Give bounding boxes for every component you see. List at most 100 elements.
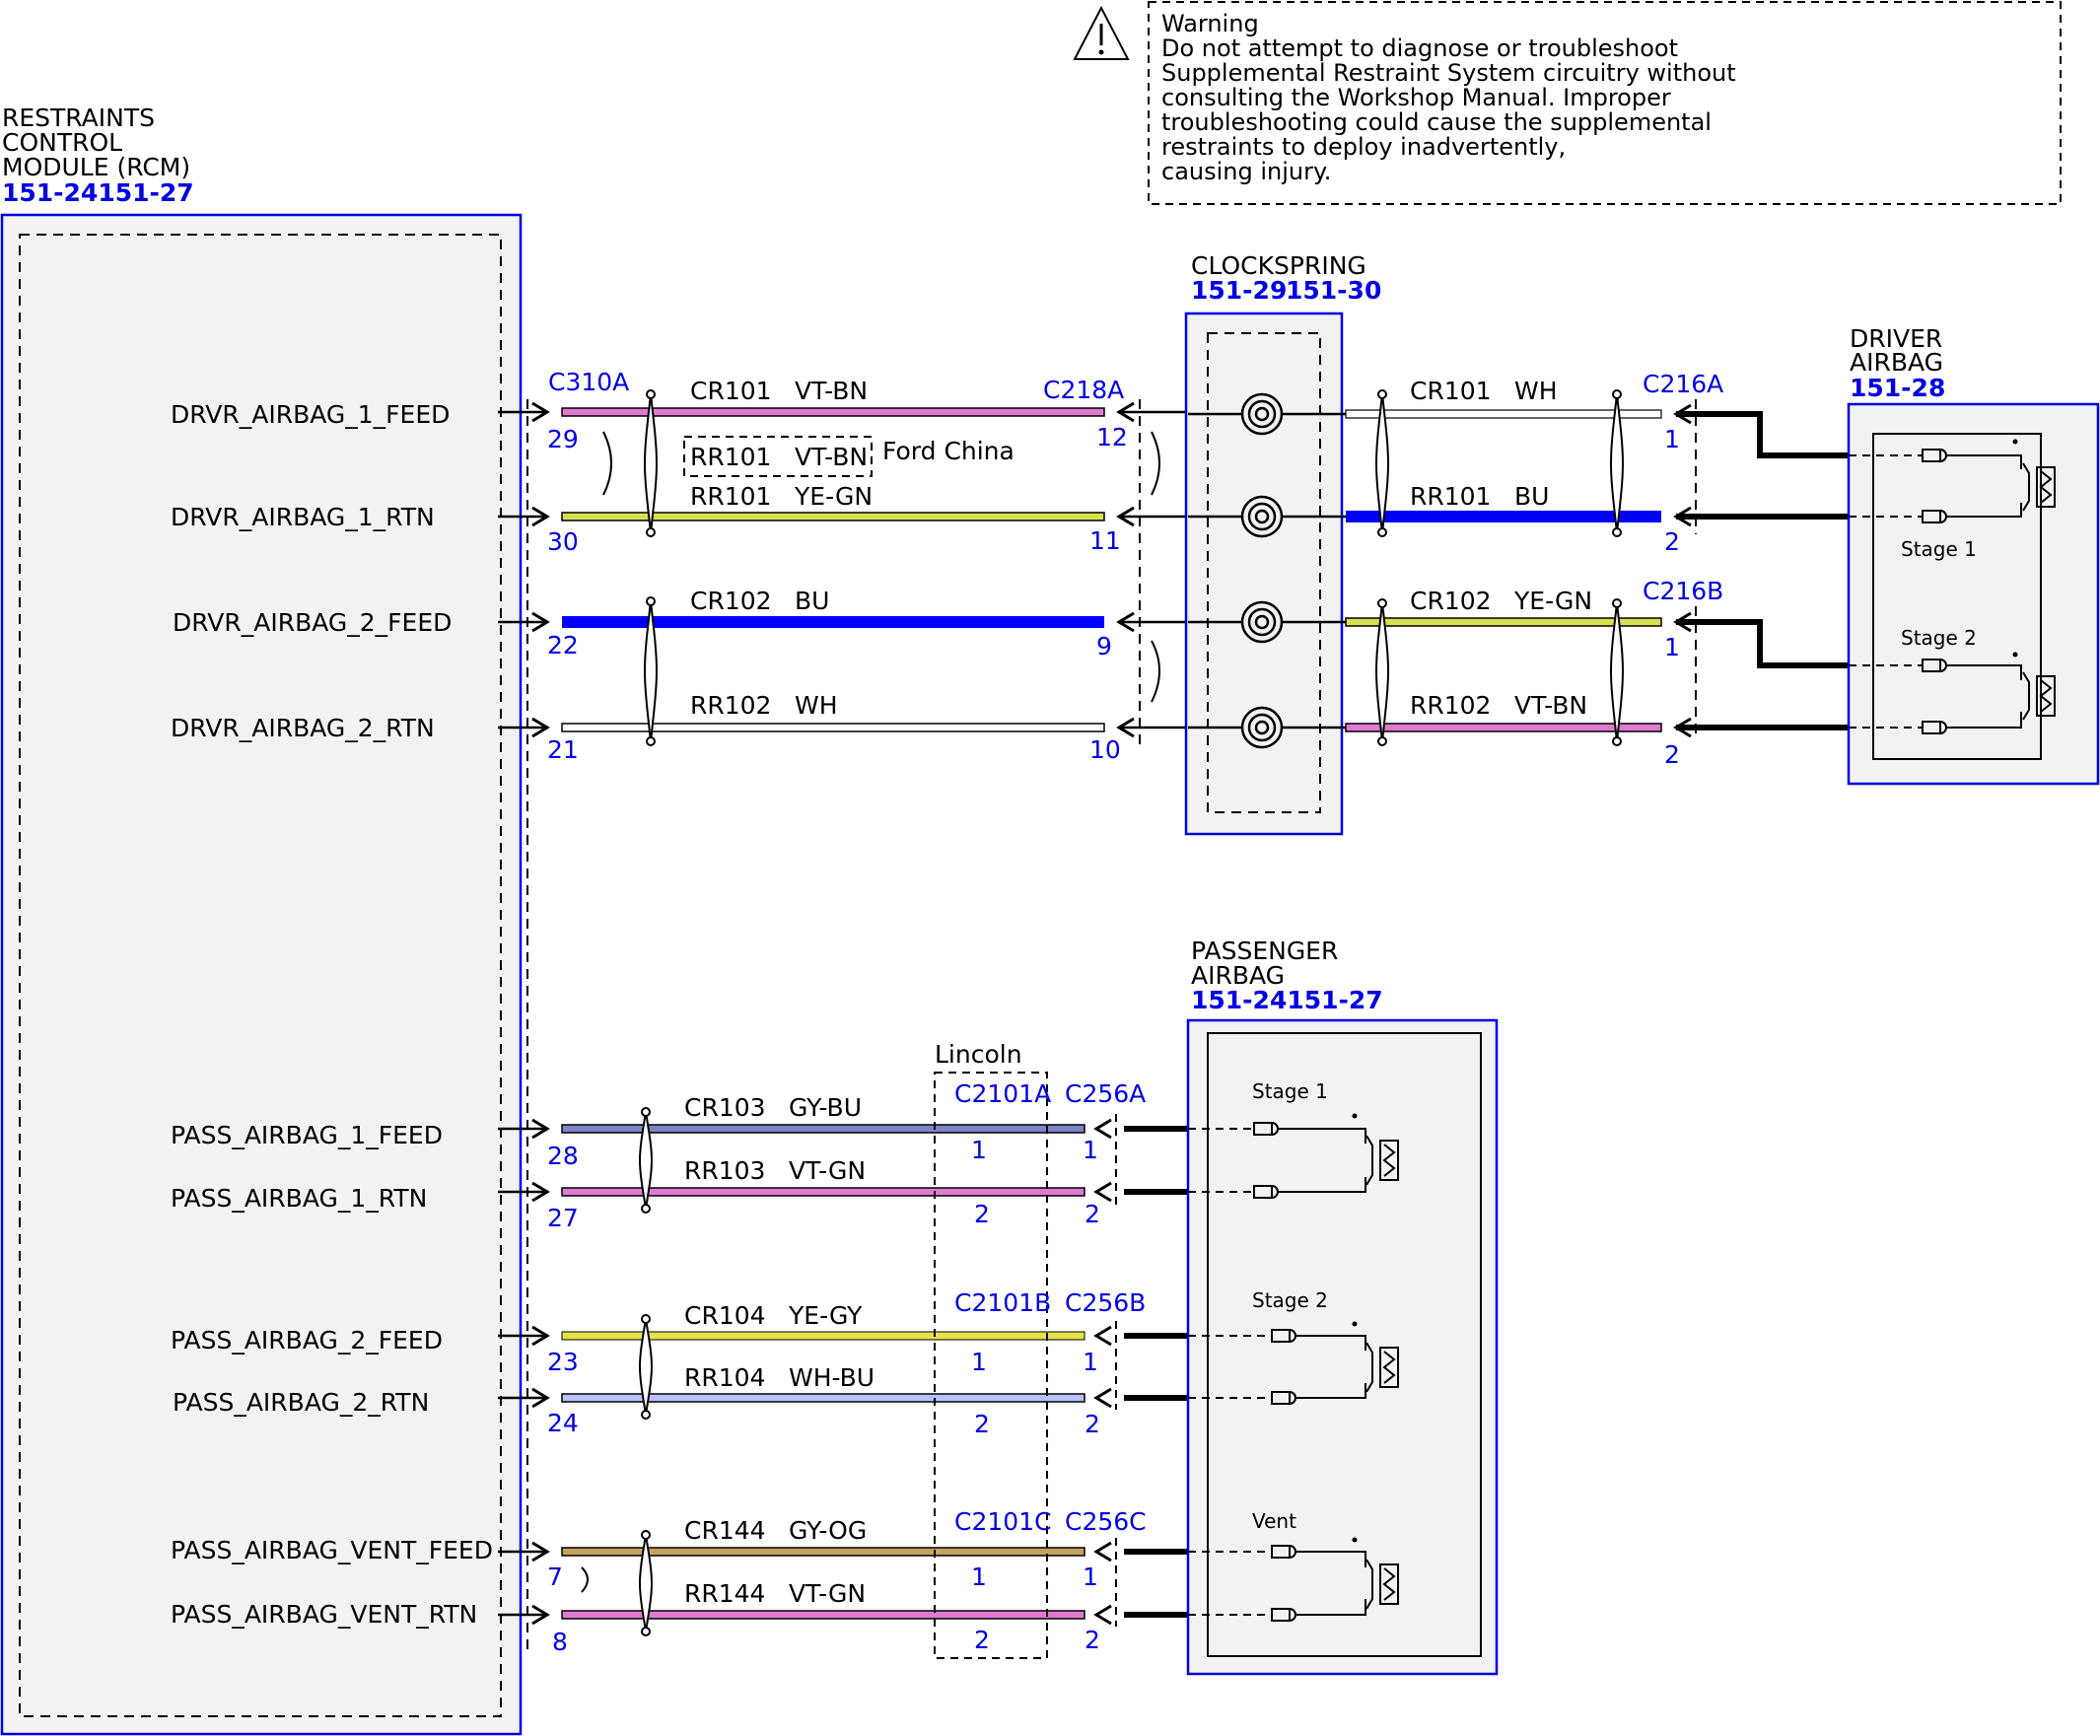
pin-number: 1 [1083, 1348, 1098, 1376]
circuit-label: RR101 [1410, 482, 1491, 511]
warning-triangle-icon [1073, 5, 1130, 60]
warning-line: Do not attempt to diagnose or troublesho… [1161, 35, 1678, 62]
driver-wires-right [1345, 409, 1662, 732]
connector-c216a[interactable]: C216A [1643, 370, 1723, 398]
circuit-label: RR144 [684, 1579, 765, 1608]
driver-airbag-title: AIRBAG [1850, 348, 1943, 377]
pin-number: 24 [547, 1409, 579, 1437]
circuit-label: RR102 [1410, 691, 1491, 720]
wire-color-label: GY-OG [789, 1516, 867, 1545]
circuit-label: RR101 [690, 482, 771, 511]
pin-number: 2 [1085, 1200, 1100, 1228]
c218a-stubs [1119, 410, 1188, 729]
pin-number: 2 [974, 1410, 990, 1438]
twist-symbols [639, 1107, 653, 1636]
pin-number: 12 [1096, 423, 1128, 451]
connector-c2101a[interactable]: C2101A [954, 1079, 1051, 1108]
wire-cr102-bu [562, 616, 1104, 628]
signal-label: PASS_AIRBAG_VENT_FEED [171, 1536, 493, 1564]
wire-rr104-wh-bu [561, 1393, 1085, 1403]
circuit-label: RR101 [690, 443, 771, 471]
wire-color-label: GY-BU [789, 1093, 862, 1122]
squib-icon [1188, 1113, 1399, 1199]
wire-rr101-ye-gn [561, 512, 1105, 521]
driver-airbag-ref-link[interactable]: 151-28 [1850, 374, 1945, 402]
wire-color-label: VT-GN [789, 1579, 866, 1608]
wire-rr144-vt-gn [561, 1610, 1085, 1620]
driver-airbag-module: DRIVER AIRBAG 151-28 Stage 1 Stage 2 [1847, 324, 2100, 786]
connector-c218a[interactable]: C218A [1043, 376, 1124, 404]
connector-c256b[interactable]: C256B [1065, 1288, 1146, 1317]
pin-number: 1 [971, 1562, 987, 1591]
wire-cr101-wh [1345, 409, 1662, 419]
driver-airbag-title: DRIVER [1850, 324, 1942, 353]
wire-rr102-wh [561, 723, 1105, 732]
wire-color-label: VT-BN [795, 377, 868, 405]
squib-icon [1849, 439, 2056, 523]
wire-color-label: WH-BU [789, 1363, 875, 1392]
circuit-label: CR144 [684, 1516, 766, 1545]
pin-number: 1 [1083, 1136, 1098, 1164]
passenger-airbag-leads [1124, 1126, 1188, 1618]
pin-number: 10 [1089, 735, 1121, 764]
stage-label: Vent [1252, 1509, 1296, 1533]
signal-label: PASS_AIRBAG_2_RTN [173, 1388, 429, 1417]
variant-label-ford-china: Ford China [882, 437, 1015, 465]
rcm-ref-link[interactable]: 151-24151-27 [2, 178, 194, 207]
pin-number: 29 [547, 425, 579, 453]
circuit-label: CR102 [1410, 587, 1492, 615]
connector-c310a[interactable]: C310A [548, 368, 629, 396]
c216-pin-arrows [1673, 403, 1692, 738]
warning-line: consulting the Workshop Manual. Improper [1161, 84, 1671, 111]
warning-callout: Warning Do not attempt to diagnose or tr… [1073, 1, 2062, 205]
rcm-title-line: MODULE (RCM) [2, 153, 190, 181]
connector-c2101b[interactable]: C2101B [954, 1288, 1051, 1317]
signal-label: PASS_AIRBAG_1_RTN [171, 1184, 427, 1213]
signal-label: PASS_AIRBAG_2_FEED [171, 1326, 443, 1354]
clockspring-ref-link[interactable]: 151-29 [1191, 276, 1287, 305]
pin-number: 7 [547, 1562, 563, 1591]
twisted-pair-bracket [602, 431, 1160, 703]
circuit-label: CR102 [690, 587, 772, 615]
wire-color-label: VT-GN [789, 1156, 866, 1185]
wire-color-label: WH [795, 691, 838, 720]
wire-cr104-ye-gy [561, 1331, 1085, 1341]
pin-number: 22 [547, 631, 579, 660]
warning-line: troubleshooting could cause the suppleme… [1161, 108, 1712, 136]
signal-label: PASS_AIRBAG_VENT_RTN [171, 1600, 477, 1629]
connector-c256c[interactable]: C256C [1065, 1507, 1147, 1536]
c218a-pin-arrows [1116, 401, 1135, 738]
warning-line: restraints to deploy inadvertently, [1161, 133, 1566, 161]
connector-c216b[interactable]: C216B [1643, 577, 1723, 605]
signal-label: DRVR_AIRBAG_2_RTN [171, 714, 435, 742]
warning-line: causing injury. [1161, 158, 1331, 185]
circuit-label: RR104 [684, 1363, 765, 1392]
pin-number: 21 [547, 735, 579, 764]
twist-symbols [1375, 389, 1624, 746]
twisted-pair-bracket [581, 1566, 589, 1593]
rcm-box [0, 213, 523, 1736]
squib-icon [1188, 1321, 1399, 1405]
wire-color-label: YE-GN [1513, 587, 1592, 615]
squib-icon [1188, 1537, 1399, 1622]
passenger-airbag-ref-link[interactable]: 151-24151-27 [1191, 986, 1383, 1014]
clockspring-title: CLOCKSPRING [1191, 251, 1366, 280]
wire-cr103-gy-bu [561, 1124, 1085, 1134]
c256-pin-arrows [1093, 1118, 1112, 1626]
rcm-inner-box [19, 234, 502, 1717]
wire-rr101-bu [1346, 511, 1661, 522]
connector-c2101c[interactable]: C2101C [954, 1507, 1052, 1536]
stage-label: Stage 2 [1252, 1288, 1328, 1312]
clockspring-box [1184, 312, 1344, 836]
squib-icon [1849, 652, 2056, 734]
wire-cr101-vt-bn [561, 407, 1105, 417]
wire-color-label: VT-BN [1514, 691, 1587, 720]
driver-airbag-leads [1676, 411, 1849, 730]
signal-label: DRVR_AIRBAG_1_RTN [171, 503, 435, 531]
wire-color-label: VT-BN [795, 443, 868, 471]
wire-color-label: BU [1514, 482, 1549, 511]
passenger-airbag-module: PASSENGER AIRBAG 151-24151-27 Stage 1 St… [1186, 937, 1499, 1676]
clockspring-ref-link[interactable]: 151-30 [1286, 276, 1381, 305]
connector-c256a[interactable]: C256A [1065, 1079, 1146, 1108]
